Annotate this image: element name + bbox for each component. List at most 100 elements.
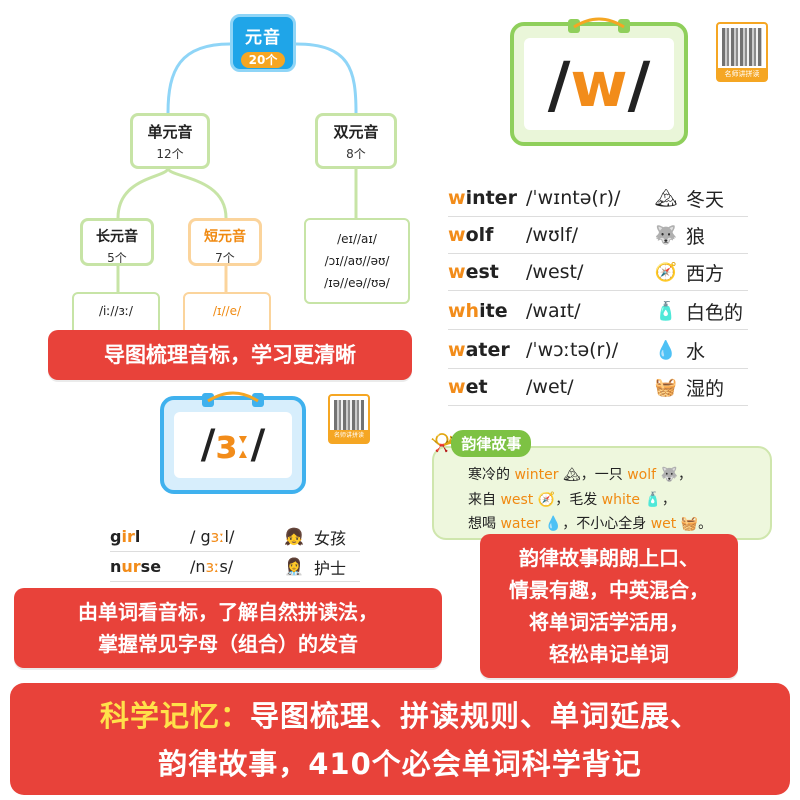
mono-count: 12个 — [156, 147, 184, 161]
word-row: nurse /nɜːs/ 👩‍⚕️ 护士 — [110, 552, 360, 582]
wolf-icon: 🐺 — [656, 467, 678, 483]
story-title-tag: 韵律故事 — [451, 430, 532, 457]
word-ipa: /nɜːs/ — [190, 557, 234, 576]
word-meaning: 冬天 — [686, 188, 725, 211]
water-icon: 💧 — [540, 516, 563, 532]
word-meaning: 湿的 — [686, 377, 725, 400]
bottle-icon: 🧴 — [654, 300, 678, 322]
spelling-banner-line: 由单词看音标，了解自然拼读法， — [78, 600, 378, 624]
short-title: 短元音 — [204, 229, 246, 245]
slash-right: / — [627, 47, 651, 121]
qr-code-icon — [334, 400, 364, 430]
compass-icon: 🧭 — [654, 261, 678, 283]
long-title: 长元音 — [96, 229, 138, 245]
ipa-line: /ɪ//e/ — [212, 304, 241, 318]
mountain-icon: 🏔 — [654, 187, 678, 209]
slash-right: / — [250, 422, 266, 468]
word-ipa: /west/ — [526, 261, 584, 283]
di-title: 双元音 — [333, 123, 379, 141]
word-meaning: 西方 — [686, 262, 725, 285]
word: wolf — [448, 224, 494, 246]
story-banner-line: 韵律故事朗朗上口、 — [519, 546, 699, 570]
word-row: winter /ˈwɪntə(r)/ 🏔 冬天 — [448, 180, 748, 217]
basket-icon: 🧺 — [676, 516, 699, 532]
spelling-banner-line: 掌握常见字母（组合）的发音 — [98, 632, 358, 656]
story-line-1: 寒冷的 winter 🏔，一只 wolf 🐺， — [468, 467, 692, 483]
bottom-line-1-text: 导图梳理、拼读规则、单词延展、 — [250, 699, 701, 733]
word-row: west /west/ 🧭 西方 — [448, 254, 748, 291]
mindmap-di-node: 双元音 8个 — [315, 113, 397, 169]
mindmap-root-node: 元音 20个 — [230, 14, 296, 72]
phoneme-card-w: / w / — [510, 17, 688, 146]
short-ipa-box: /ɪ//e/ — [183, 292, 271, 336]
qr-code-w[interactable]: 名师讲拼读 — [716, 22, 768, 82]
story-banner-line: 轻松串记单词 — [549, 642, 669, 666]
slash-left: / — [547, 47, 571, 121]
word-row: wolf /wʊlf/ 🐺 狼 — [448, 217, 748, 254]
word-meaning: 护士 — [314, 558, 347, 578]
qr-label: 名师讲拼读 — [718, 68, 766, 80]
mindmap-long-node: 长元音 5个 — [80, 218, 154, 266]
long-count: 5个 — [107, 251, 127, 265]
bottom-line-2: 韵律故事，410个必会单词科学背记 — [158, 747, 642, 781]
mountain-icon: 🏔 — [558, 467, 581, 483]
bottle-icon: 🧴 — [639, 492, 662, 508]
word-row: white /waɪt/ 🧴 白色的 — [448, 293, 748, 330]
story-banner-line: 将单词活学活用， — [529, 610, 689, 634]
word-meaning: 狼 — [686, 225, 706, 248]
di-count: 8个 — [346, 147, 366, 161]
word-meaning: 白色的 — [686, 301, 744, 324]
word-ipa: / gɜːl/ — [190, 527, 235, 546]
mindmap-short-node: 短元音 7个 — [188, 218, 262, 266]
ipa-line: /ɔɪ//aʊ//əʊ/ — [324, 254, 390, 268]
mindmap-mono-node: 单元音 12个 — [130, 113, 210, 169]
bottom-highlight: 科学记忆： — [99, 699, 250, 733]
word: west — [448, 261, 499, 283]
word-ipa: /ˈwɪntə(r)/ — [526, 187, 621, 209]
word-ipa: /wet/ — [526, 376, 574, 398]
bottom-feature-strip: 科学记忆：导图梳理、拼读规则、单词延展、 韵律故事，410个必会单词科学背记 — [10, 683, 790, 795]
word-meaning: 女孩 — [314, 528, 347, 548]
word: girl — [110, 527, 141, 546]
spelling-banner: 由单词看音标，了解自然拼读法， 掌握常见字母（组合）的发音 — [14, 588, 442, 668]
phoneme-card-er: / ɜː / — [160, 391, 306, 494]
word-ipa: /ˈwɔːtə(r)/ — [526, 339, 619, 361]
story-title: 📯 韵律故事 — [430, 430, 532, 457]
card-hanger-icon — [202, 391, 264, 407]
phoneme-er: ɜː — [215, 422, 251, 468]
word: winter — [448, 187, 517, 209]
phoneme-w: w — [570, 47, 628, 121]
root-title: 元音 — [245, 28, 281, 48]
story-banner-line: 情景有趣，中英混合， — [509, 578, 709, 602]
slash-left: / — [200, 422, 216, 468]
long-ipa-box: /iː//ɜː/ — [72, 292, 160, 336]
word: white — [448, 300, 508, 322]
word-row: wet /wet/ 🧺 湿的 — [448, 369, 748, 406]
compass-icon: 🧭 — [533, 492, 556, 508]
mindmap-banner-text: 导图梳理音标，学习更清晰 — [104, 343, 356, 367]
story-banner: 韵律故事朗朗上口、 情景有趣，中英混合， 将单词活学活用， 轻松串记单词 — [480, 534, 738, 678]
word: water — [448, 339, 510, 361]
diphthong-ipa-box: /eɪ//aɪ/ /ɔɪ//aʊ//əʊ/ /ɪə//eə//ʊə/ — [304, 218, 410, 304]
word-meaning: 水 — [686, 340, 706, 363]
qr-code-icon — [722, 28, 762, 66]
basket-icon: 🧺 — [654, 376, 678, 398]
girl-icon: 👧 — [284, 527, 304, 546]
word-ipa: /wʊlf/ — [526, 224, 579, 246]
story-line-3: 想喝 water 💧，不小心全身 wet 🧺。 — [468, 516, 713, 532]
nurse-icon: 👩‍⚕️ — [284, 557, 304, 576]
rhyme-story-box: 寒冷的 winter 🏔，一只 wolf 🐺， 来自 west 🧭，毛发 whi… — [432, 446, 772, 540]
water-icon: 💧 — [654, 339, 678, 361]
card-hanger-icon — [568, 17, 630, 33]
word-row: water /ˈwɔːtə(r)/ 💧 水 — [448, 332, 748, 369]
short-count: 7个 — [215, 251, 235, 265]
story-line-2: 来自 west 🧭，毛发 white 🧴， — [468, 492, 676, 508]
qr-code-er[interactable]: 名师讲拼读 — [328, 394, 370, 444]
mono-title: 单元音 — [147, 123, 193, 141]
word: wet — [448, 376, 488, 398]
ipa-line: /eɪ//aɪ/ — [337, 232, 377, 246]
bottom-line-1: 科学记忆：导图梳理、拼读规则、单词延展、 — [10, 693, 790, 735]
word: nurse — [110, 557, 162, 576]
ipa-line: /iː//ɜː/ — [99, 304, 133, 318]
word-row: girl / gɜːl/ 👧 女孩 — [110, 522, 360, 552]
